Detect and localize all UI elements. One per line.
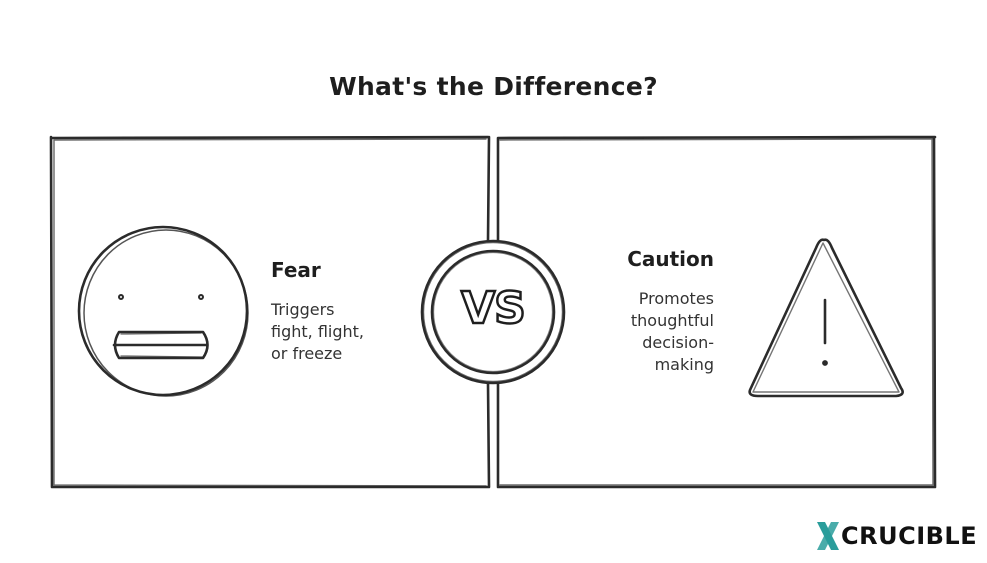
page-title: What's the Difference?	[329, 72, 658, 101]
caution-heading: Caution	[627, 247, 714, 271]
vs-label: VS	[460, 282, 527, 336]
brand-logo: CRUCIBLE	[815, 518, 977, 554]
left-panel	[49, 135, 491, 489]
caution-description: Promotes thoughtful decision- making	[630, 289, 714, 374]
vs-badge	[420, 239, 566, 385]
warning-triangle-icon	[748, 238, 904, 398]
fear-heading: Fear	[271, 258, 321, 282]
face-icon	[77, 225, 249, 397]
right-panel	[496, 135, 937, 489]
brand-name: CRUCIBLE	[841, 522, 978, 550]
fear-description: Triggers fight, flight, or freeze	[271, 300, 364, 363]
brand-x-mark	[817, 522, 839, 550]
